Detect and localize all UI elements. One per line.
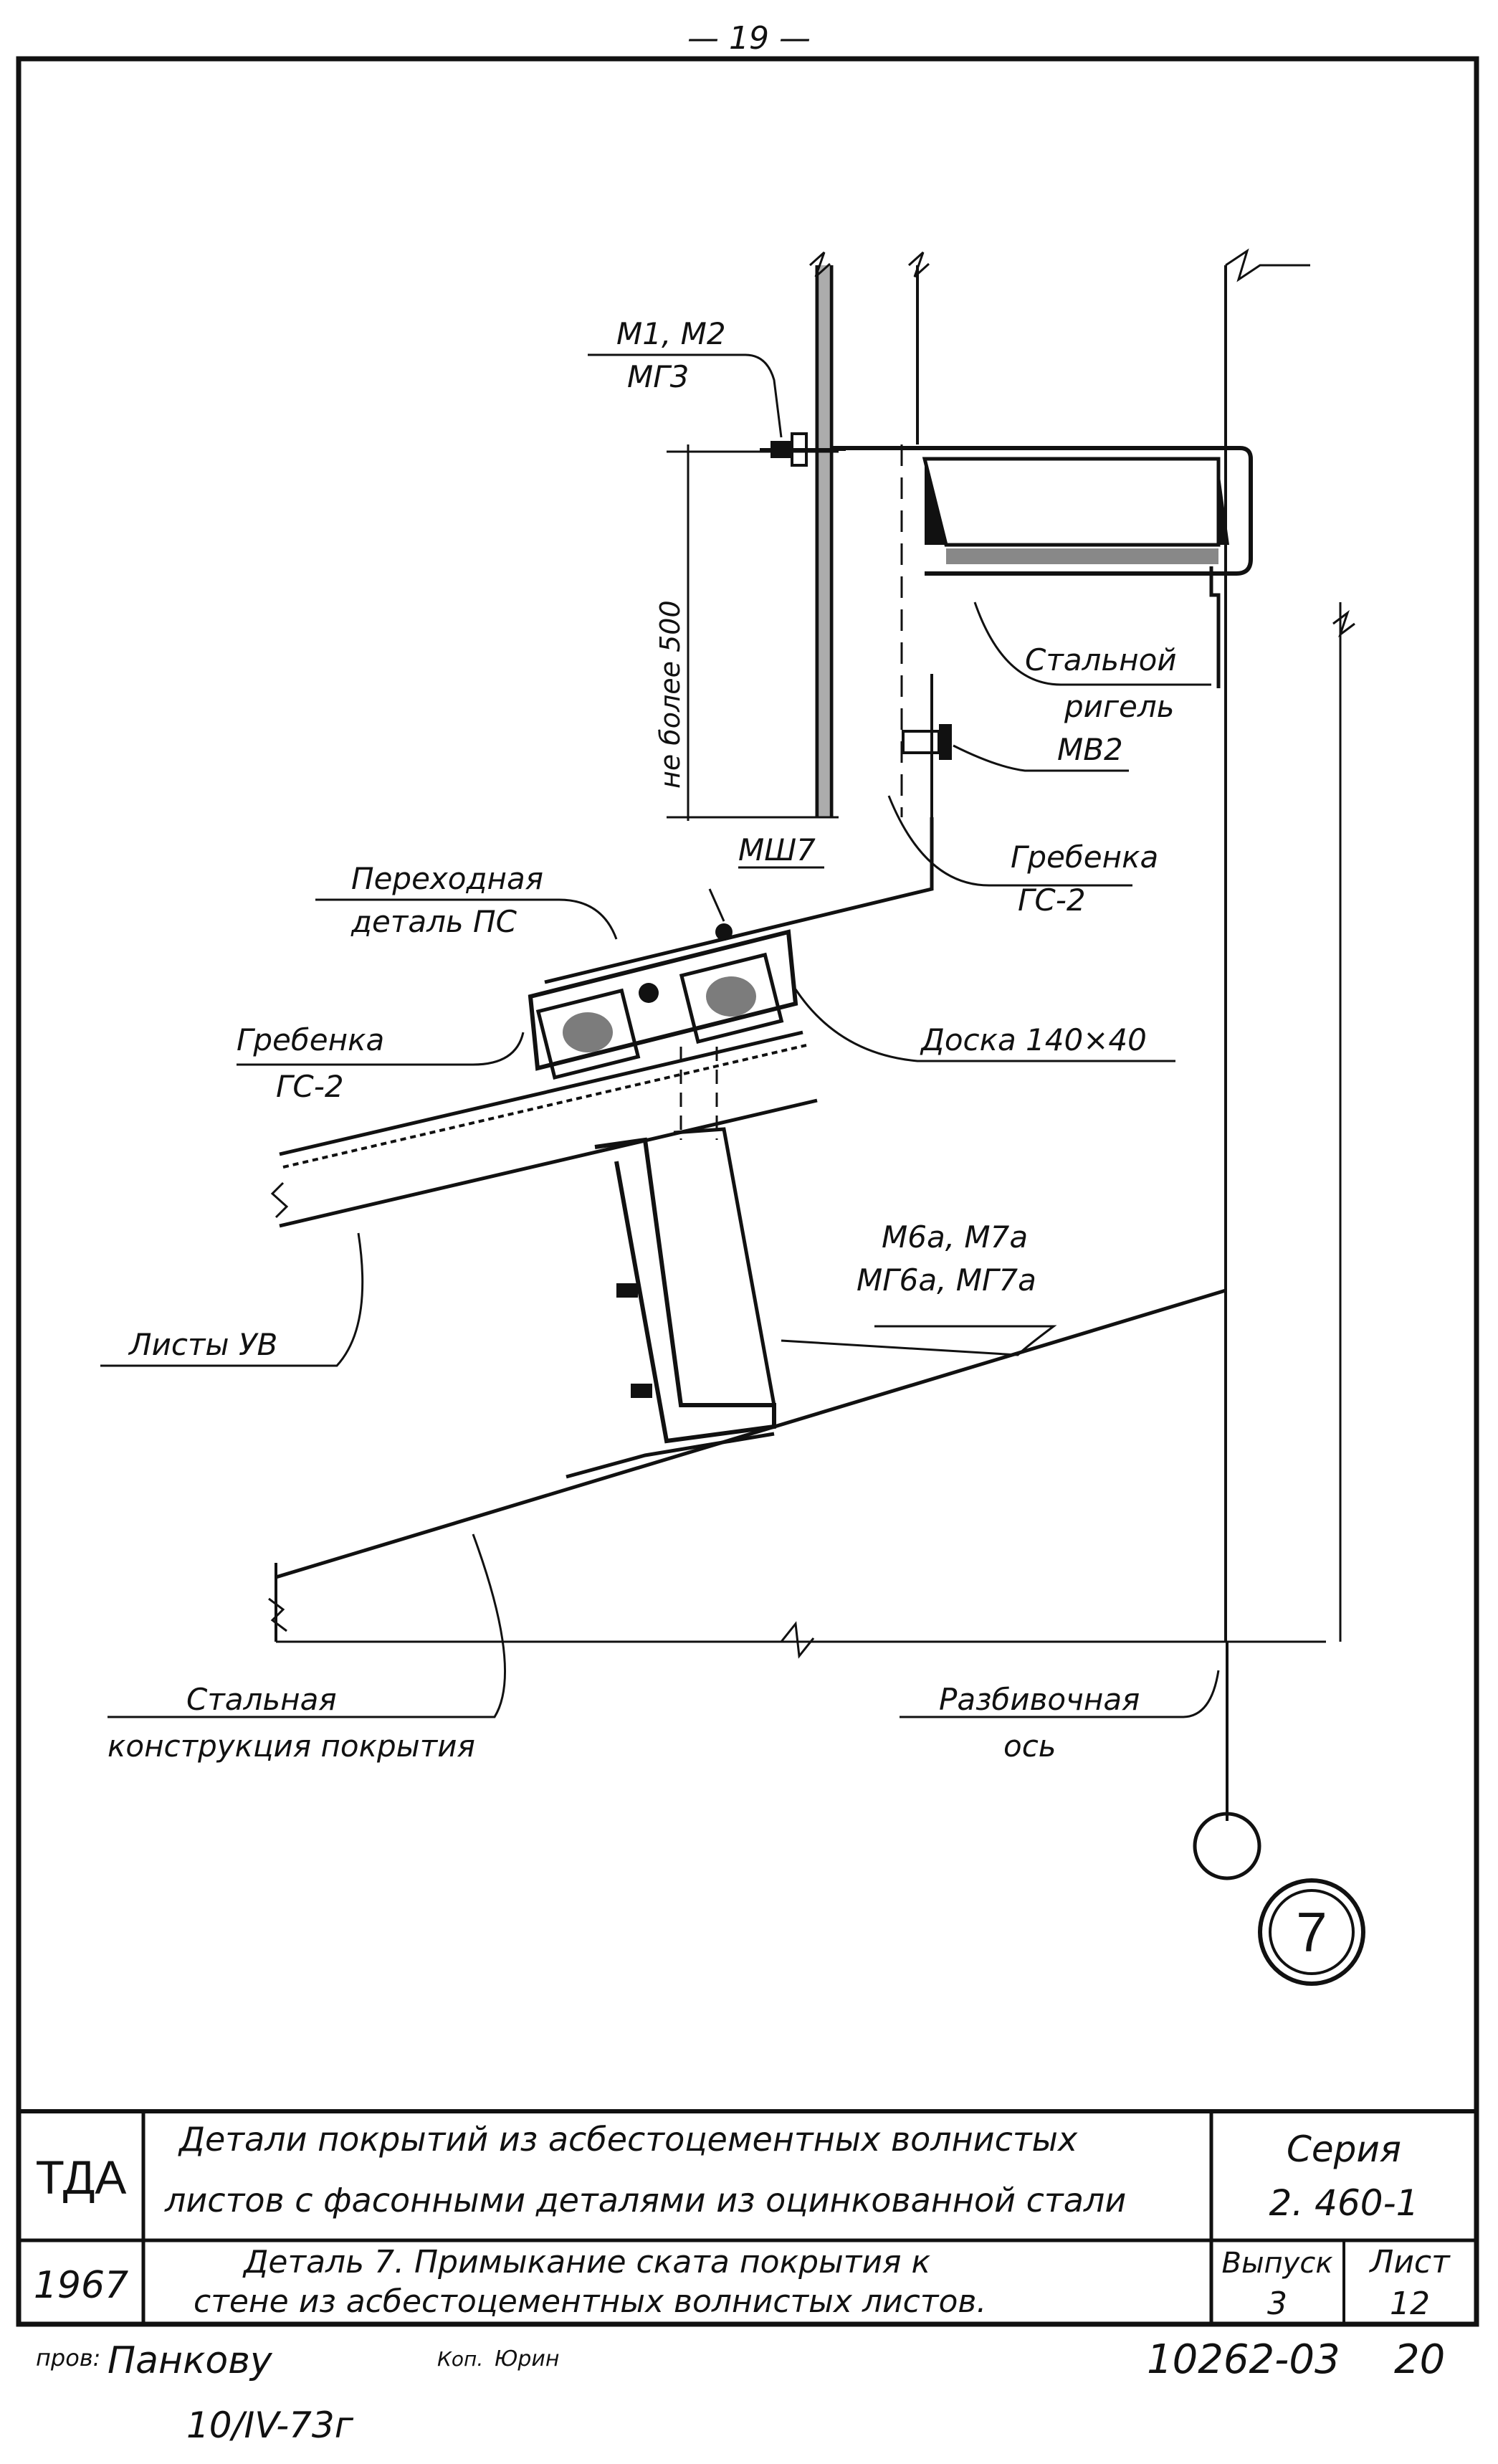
date: 10/IV-73г (186, 2404, 354, 2446)
label-steel-structure: Стальная (186, 1682, 337, 1717)
transition-flashing (544, 817, 934, 984)
footer: пров: Панкову Коп. Юрин 10/IV-73г 10262-… (36, 2336, 1445, 2446)
subtitle-line-1: Деталь 7. Примыкание ската покрытия к (242, 2244, 930, 2280)
label-grid-axis-2: ось (1003, 1728, 1056, 1764)
checker-signature: Панкову (108, 2339, 273, 2382)
label-sheets-uv: Листы УВ (128, 1327, 277, 1362)
label-comb-top-code: ГС-2 (1018, 883, 1086, 918)
sheet-frame (16, 56, 1479, 2327)
label-msh7: MШ7 (738, 832, 816, 867)
copier-label: Коп. (437, 2347, 483, 2371)
label-steel-girt-2: ригель (1064, 689, 1174, 724)
label-transition-detail: Переходная (351, 861, 543, 896)
bolt-m1-m2 (760, 432, 846, 467)
detail-number: 7 (1296, 1901, 1327, 1964)
series-value: 2. 460-1 (1269, 2182, 1419, 2224)
issue-value: 3 (1267, 2285, 1287, 2322)
steel-roof-structure (268, 1288, 1326, 1659)
detail-number-circle (1258, 1878, 1365, 1986)
dimension-max-500: не более 500 (654, 444, 839, 821)
checked-label: пров: (36, 2344, 100, 2372)
org-code: ТДА (36, 2151, 127, 2204)
year: 1967 (34, 2264, 128, 2307)
doc-page: 20 (1394, 2336, 1445, 2383)
series-label: Серия (1287, 2128, 1401, 2170)
label-mv2: MВ2 (1057, 732, 1123, 767)
sheet-value: 12 (1390, 2285, 1430, 2322)
title-line-1: Детали покрытий из асбестоцементных волн… (178, 2120, 1078, 2159)
label-comb-top: Гребенка (1011, 839, 1158, 875)
sheet-label: Лист (1368, 2244, 1451, 2280)
label-m6a-m7a: M6a, M7a (882, 1219, 1028, 1255)
label-mg6a-mg7a: MГ6a, MГ7a (857, 1262, 1036, 1298)
label-transition-detail-2: деталь ПС (350, 904, 517, 939)
label-comb-left-code: ГС-2 (276, 1069, 344, 1104)
title-line-2: листов с фасонными деталями из оцинкован… (164, 2181, 1126, 2220)
page-number: — 19 — (687, 20, 811, 57)
doc-number: 10262-03 (1147, 2336, 1340, 2383)
label-steel-girt: Стальной (1025, 642, 1177, 677)
label-m1-m2: M1, M2 (616, 316, 726, 351)
label-steel-structure-2: конструкция покрытия (108, 1728, 475, 1764)
roof-sheets-uv (270, 1030, 818, 1228)
steel-girt (831, 446, 1253, 688)
purlin-bracket (566, 1047, 776, 1479)
subtitle-line-2: стене из асбестоцементных волнистых лист… (194, 2283, 986, 2320)
label-grid-axis: Разбивочная (939, 1682, 1140, 1717)
dim-max-500-label: не более 500 (654, 600, 686, 789)
title-block: ТДА 1967 Детали покрытий из асбестоцемен… (19, 2109, 1476, 2324)
label-mg3: MГ3 (627, 359, 689, 394)
leader-lines (100, 353, 1220, 1718)
transition-detail-ps (528, 923, 798, 1080)
copier-signature: Юрин (495, 2346, 560, 2372)
label-comb-left: Гребенка (237, 1022, 384, 1057)
label-board: Доска 140×40 (920, 1022, 1147, 1057)
issue-label: Выпуск (1222, 2247, 1333, 2280)
grid-axis-bubble (1193, 1812, 1261, 1880)
wall-panel (808, 251, 933, 817)
detail-drawing: не более 500 (100, 248, 1365, 1986)
bolt-mv2 (902, 724, 952, 760)
